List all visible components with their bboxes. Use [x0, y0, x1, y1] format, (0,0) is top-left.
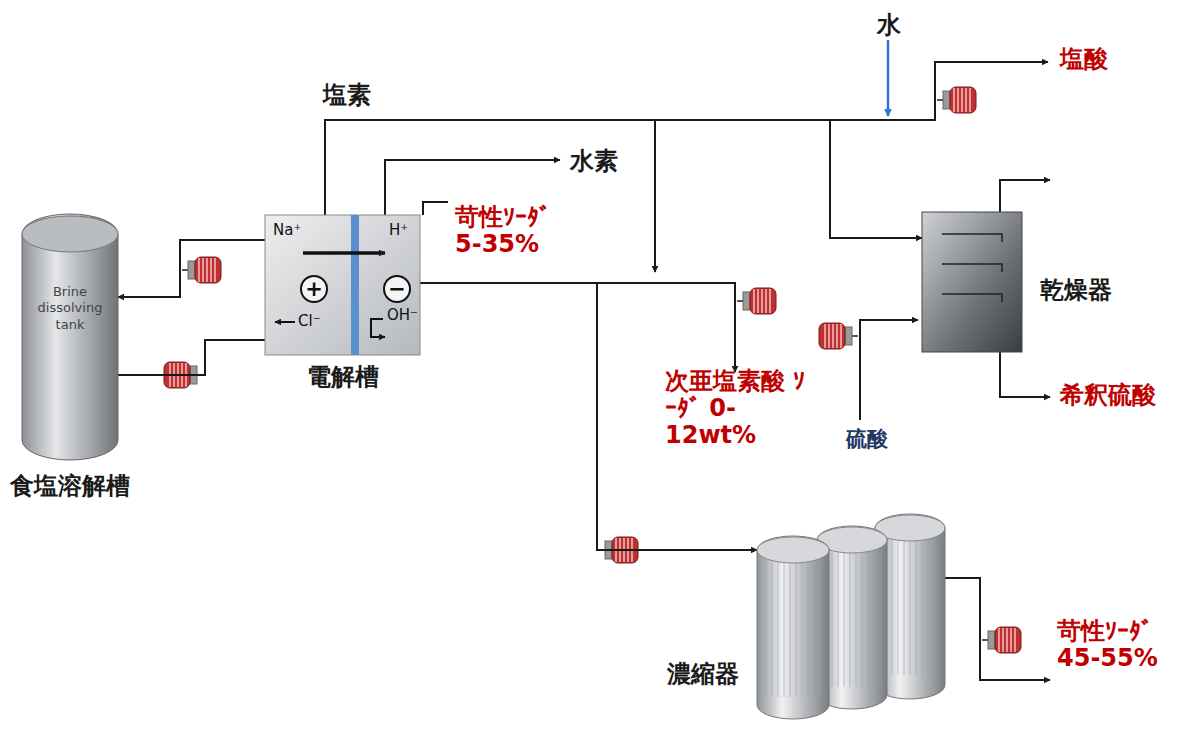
hypochlorite-line — [597, 283, 735, 372]
sulfuric-line — [860, 320, 918, 420]
pipe-connector — [118, 340, 265, 375]
pump — [982, 627, 1021, 653]
dilute-acid-line — [1000, 352, 1050, 397]
chlorine-line — [830, 62, 1048, 120]
product-label: 次亜塩素酸 ｿｰﾀﾞ 0-12wt% — [665, 368, 813, 449]
node-label: 電解槽 — [307, 361, 379, 393]
ion-label: Cl⁻ — [298, 312, 321, 330]
concentrator-shape — [757, 510, 945, 720]
product-label: 苛性ｿｰﾀﾞ 45-55% — [1057, 618, 1195, 672]
ion-label: Na⁺ — [273, 221, 301, 239]
feed-label: 硫酸 — [846, 428, 888, 452]
pump — [182, 257, 221, 283]
pipe-connector — [118, 240, 265, 297]
ion-label: OH⁻ — [387, 306, 418, 324]
pump — [819, 323, 858, 349]
caustic-out-line — [945, 578, 1050, 680]
caustic-stub — [423, 202, 448, 215]
product-label: 塩酸 — [1060, 46, 1108, 73]
ion-label: H⁺ — [389, 221, 408, 239]
product-label: 苛性ｿｰﾀﾞ 5-35% — [455, 204, 583, 258]
electrolyzer: Na⁺H⁺+−Cl⁻OH⁻電解槽 — [265, 215, 420, 355]
electrode-sign: + — [301, 274, 327, 304]
stream-label: 水 — [877, 12, 901, 39]
stream-label: 水素 — [570, 148, 618, 175]
node-label: 乾燥器 — [1040, 274, 1112, 306]
stream-label: 塩素 — [323, 82, 371, 109]
product-label: 希釈硫酸 — [1060, 382, 1156, 409]
pump — [737, 288, 776, 314]
brine-tank: Brine dissolving tank食塩溶解槽 — [22, 212, 118, 462]
dryer-vent — [1000, 180, 1050, 212]
water-line — [887, 40, 890, 116]
electrode-sign: − — [384, 274, 410, 304]
tank-caption: Brine dissolving tank — [30, 284, 110, 333]
node-label: 濃縮器 — [667, 658, 739, 690]
node-label: 食塩溶解槽 — [10, 470, 130, 502]
pump — [937, 87, 976, 113]
dryer-shape — [922, 212, 1022, 352]
concentrator: 濃縮器 — [757, 510, 945, 720]
dryer: 乾燥器 — [922, 212, 1022, 352]
chlorine-branch — [654, 120, 656, 272]
brine-tank-shape — [22, 212, 118, 462]
